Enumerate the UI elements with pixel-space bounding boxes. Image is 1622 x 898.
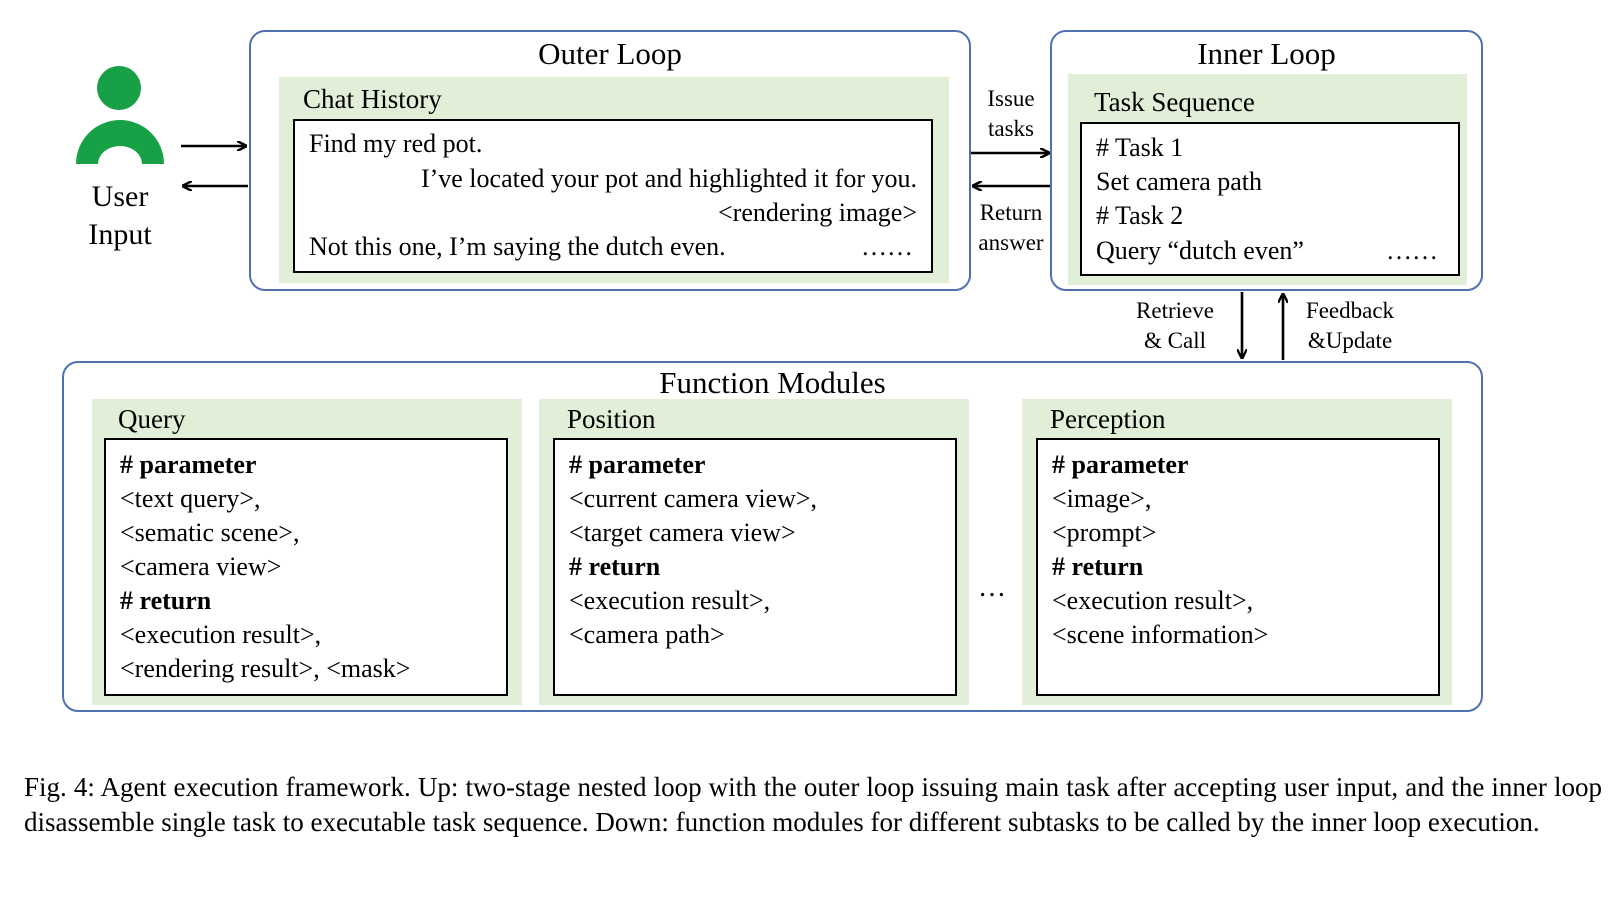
return-item: <execution result>, (1052, 586, 1254, 615)
chat-message: <rendering image> (718, 198, 917, 227)
parameter-header: # parameter (1052, 450, 1189, 479)
chat-ellipsis: …… (861, 232, 913, 261)
task-sequence-panel: Task Sequence # Task 1 Set camera path #… (1068, 74, 1467, 285)
function-modules-title: Function Modules (659, 365, 886, 400)
chat-history-title: Chat History (303, 84, 442, 114)
task-sequence-box: # Task 1 Set camera path # Task 2 Query … (1080, 122, 1460, 276)
return-item: <scene information> (1052, 620, 1269, 649)
figure-caption: Fig. 4: Agent execution framework. Up: t… (24, 772, 1602, 837)
parameter-item: <current camera view>, (569, 484, 818, 513)
chat-message: I’ve located your pot and highlighted it… (420, 164, 917, 193)
outer-loop-title: Outer Loop (538, 36, 682, 71)
task-line: # Task 1 (1096, 133, 1184, 162)
task-sequence-title: Task Sequence (1094, 87, 1255, 117)
parameter-item: <image>, (1052, 484, 1152, 513)
retrieve-call-label: Retrieve& Call (1136, 298, 1214, 353)
perception-module-box: # parameter <image>, <prompt> # return <… (1036, 438, 1440, 696)
parameter-item: <prompt> (1052, 518, 1157, 547)
inner-loop-frame: Inner Loop Task Sequence # Task 1 Set ca… (1050, 30, 1483, 291)
query-module-panel: Query # parameter <text query>, <sematic… (92, 399, 522, 705)
task-line: Query “dutch even” (1096, 236, 1304, 265)
more-modules-ellipsis: … (978, 572, 1006, 603)
query-module-title: Query (118, 404, 186, 434)
chat-history-panel: Chat History Find my red pot. I’ve locat… (279, 77, 949, 283)
chat-message: Not this one, I’m saying the dutch even. (309, 232, 726, 261)
parameter-item: <text query>, (120, 484, 261, 513)
task-line: # Task 2 (1096, 201, 1184, 230)
return-item: <rendering result>, <mask> (120, 654, 411, 683)
parameter-item: <camera view> (120, 552, 282, 581)
parameter-item: <sematic scene>, (120, 518, 300, 547)
chat-history-box: Find my red pot. I’ve located your pot a… (293, 119, 933, 273)
function-modules-frame: Function Modules Query # parameter <text… (62, 361, 1483, 712)
position-module-panel: Position # parameter <current camera vie… (539, 399, 969, 705)
task-ellipsis: …… (1386, 236, 1438, 265)
chat-message: Find my red pot. (309, 129, 483, 158)
inner-loop-title: Inner Loop (1197, 36, 1336, 71)
position-module-title: Position (567, 404, 656, 434)
perception-module-title: Perception (1050, 404, 1166, 434)
user-input-label: User Input (88, 180, 152, 251)
return-item: <execution result>, (569, 586, 771, 615)
parameter-header: # parameter (569, 450, 706, 479)
user-icon (76, 66, 164, 164)
position-module-box: # parameter <current camera view>, <targ… (553, 438, 957, 696)
parameter-item: <target camera view> (569, 518, 796, 547)
task-line: Set camera path (1096, 167, 1263, 196)
parameter-header: # parameter (120, 450, 257, 479)
outer-loop-frame: Outer Loop Chat History Find my red pot.… (249, 30, 971, 291)
return-header: # return (569, 552, 661, 581)
return-header: # return (120, 586, 212, 615)
feedback-update-label: Feedback&Update (1305, 298, 1395, 353)
return-item: <execution result>, (120, 620, 322, 649)
return-item: <camera path> (569, 620, 725, 649)
return-header: # return (1052, 552, 1144, 581)
query-module-box: # parameter <text query>, <sematic scene… (104, 438, 508, 696)
perception-module-panel: Perception # parameter <image>, <prompt>… (1022, 399, 1452, 705)
